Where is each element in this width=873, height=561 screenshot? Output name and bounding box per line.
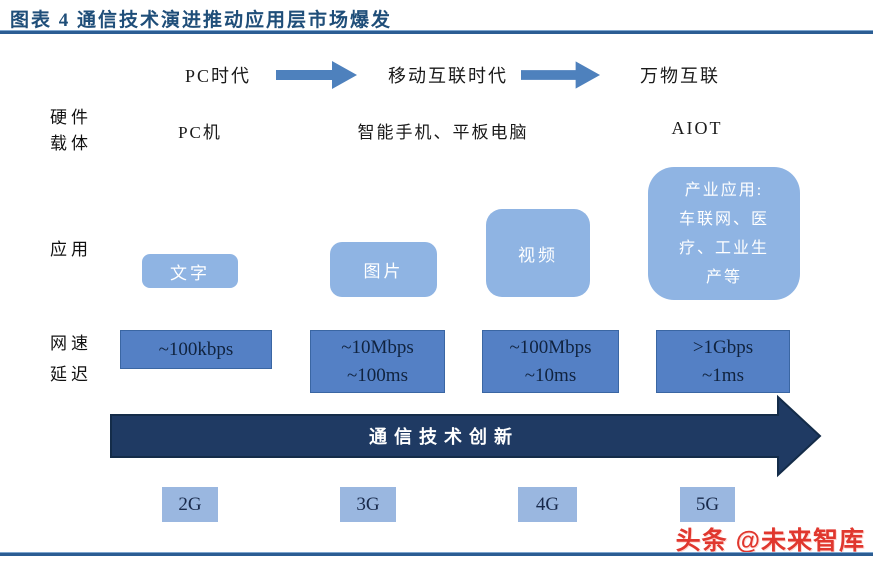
app-box-video: 视频 [486,209,590,297]
app-box-image: 图片 [330,242,437,297]
app-box-text: 文字 [142,254,238,288]
hardware-row-label: 硬件 载体 [50,105,110,157]
industry-line: 车联网、医 [678,210,769,228]
gen-box-2g: 2G [162,487,218,522]
application-row-label: 应用 [50,240,92,259]
gen-box-4g: 4G [518,487,577,522]
gen-box-3g: 3G [340,487,396,522]
speed-value: ~100kbps [158,338,234,360]
right-arrow-icon [521,61,601,89]
speed-row-label: 网速 延迟 [50,328,110,390]
industry-line: 产业应用: [684,181,764,199]
latency-value: ~1ms [702,364,744,386]
speed-row-label-line1: 网速 [50,334,92,353]
hardware-row-label-line2: 载体 [50,134,92,153]
gen-box-5g: 5G [680,487,735,522]
hardware-item-pc: PC机 [178,123,222,142]
app-box-industry: 产业应用: 车联网、医 疗、工业生 产等 [648,167,800,300]
figure-title: 图表 4 通信技术演进推动应用层市场爆发 [10,10,393,31]
main-arrow-label: 通信技术创新 [369,427,519,447]
toutiao-watermark: 头条 @未来智库 [675,527,865,555]
bottom-rule [0,552,873,556]
hardware-item-smartphone: 智能手机、平板电脑 [357,123,529,142]
speed-box-5g: >1Gbps ~1ms [656,330,790,393]
title-rule [0,30,873,34]
latency-value: ~100ms [347,364,408,386]
industry-line: 产等 [705,268,742,286]
speed-box-3g: ~10Mbps ~100ms [310,330,445,393]
industry-line: 疗、工业生 [678,239,769,257]
speed-value: ~10Mbps [341,336,414,358]
speed-row-label-line2: 延迟 [50,365,92,384]
hardware-item-aiot: AIOT [671,118,723,138]
speed-value: >1Gbps [692,336,754,358]
speed-box-2g: ~100kbps [120,330,272,369]
latency-value: ~10ms [524,364,577,386]
era-label-iot: 万物互联 [640,66,720,86]
era-label-mobile: 移动互联时代 [388,66,508,86]
main-arrow [110,394,822,478]
right-arrow-icon [276,61,357,89]
speed-box-4g: ~100Mbps ~10ms [482,330,619,393]
era-label-pc: PC时代 [184,66,252,86]
hardware-row-label-line1: 硬件 [50,108,92,127]
speed-value: ~100Mbps [509,336,592,358]
